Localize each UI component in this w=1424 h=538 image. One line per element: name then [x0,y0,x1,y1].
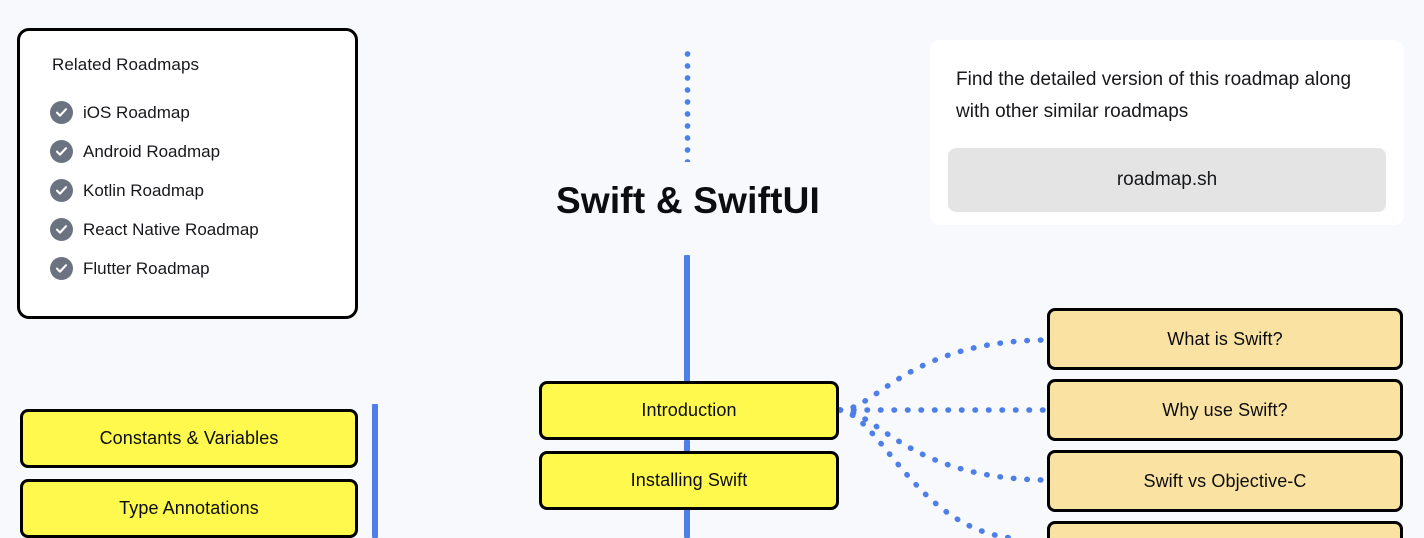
sidebar-item-react-native-roadmap[interactable]: React Native Roadmap [50,210,350,249]
node-installing-swift[interactable]: Installing Swift [539,451,839,510]
sidebar-item-ios-roadmap[interactable]: iOS Roadmap [50,93,350,132]
fan-line-3 [837,407,1047,483]
sidebar-item-android-roadmap[interactable]: Android Roadmap [50,132,350,171]
node-what-is-swift[interactable]: What is Swift? [1047,308,1403,370]
related-roadmaps-card: Related Roadmaps iOS Roadmap Android Roa… [17,28,358,319]
roadmap-sh-button[interactable]: roadmap.sh [948,148,1386,212]
node-right-partial[interactable] [1047,521,1403,538]
check-circle-icon [50,218,73,241]
connector-left-rail [372,404,378,538]
check-circle-icon [50,179,73,202]
dotted-connector-fan [837,337,1047,538]
node-constants-and-variables[interactable]: Constants & Variables [20,409,358,468]
fan-line-4 [837,407,1015,538]
roadmap-info-description: Find the detailed version of this roadma… [956,69,1352,122]
roadmap-info-card: Find the detailed version of this roadma… [930,40,1404,225]
related-roadmaps-item-label: Android Roadmap [83,141,221,161]
node-introduction[interactable]: Introduction [539,381,839,440]
connector-center-upper [684,255,690,382]
related-roadmaps-item-label: React Native Roadmap [83,219,259,239]
check-circle-icon [50,140,73,163]
dotted-connector-top [684,48,691,162]
check-circle-icon [50,101,73,124]
sidebar-item-flutter-roadmap[interactable]: Flutter Roadmap [50,249,350,288]
related-roadmaps-item-label: iOS Roadmap [83,102,190,122]
node-type-annotations[interactable]: Type Annotations [20,479,358,538]
related-roadmaps-heading: Related Roadmaps [52,55,200,74]
page-title: Swift & SwiftUI [555,180,821,221]
related-roadmaps-list: iOS Roadmap Android Roadmap Kotlin Roadm… [50,93,350,288]
sidebar-item-kotlin-roadmap[interactable]: Kotlin Roadmap [50,171,350,210]
fan-line-1 [837,337,1047,413]
node-why-use-swift[interactable]: Why use Swift? [1047,379,1403,441]
node-swift-vs-objective-c[interactable]: Swift vs Objective-C [1047,450,1403,512]
related-roadmaps-item-label: Kotlin Roadmap [83,180,204,200]
related-roadmaps-item-label: Flutter Roadmap [83,258,210,278]
check-circle-icon [50,257,73,280]
